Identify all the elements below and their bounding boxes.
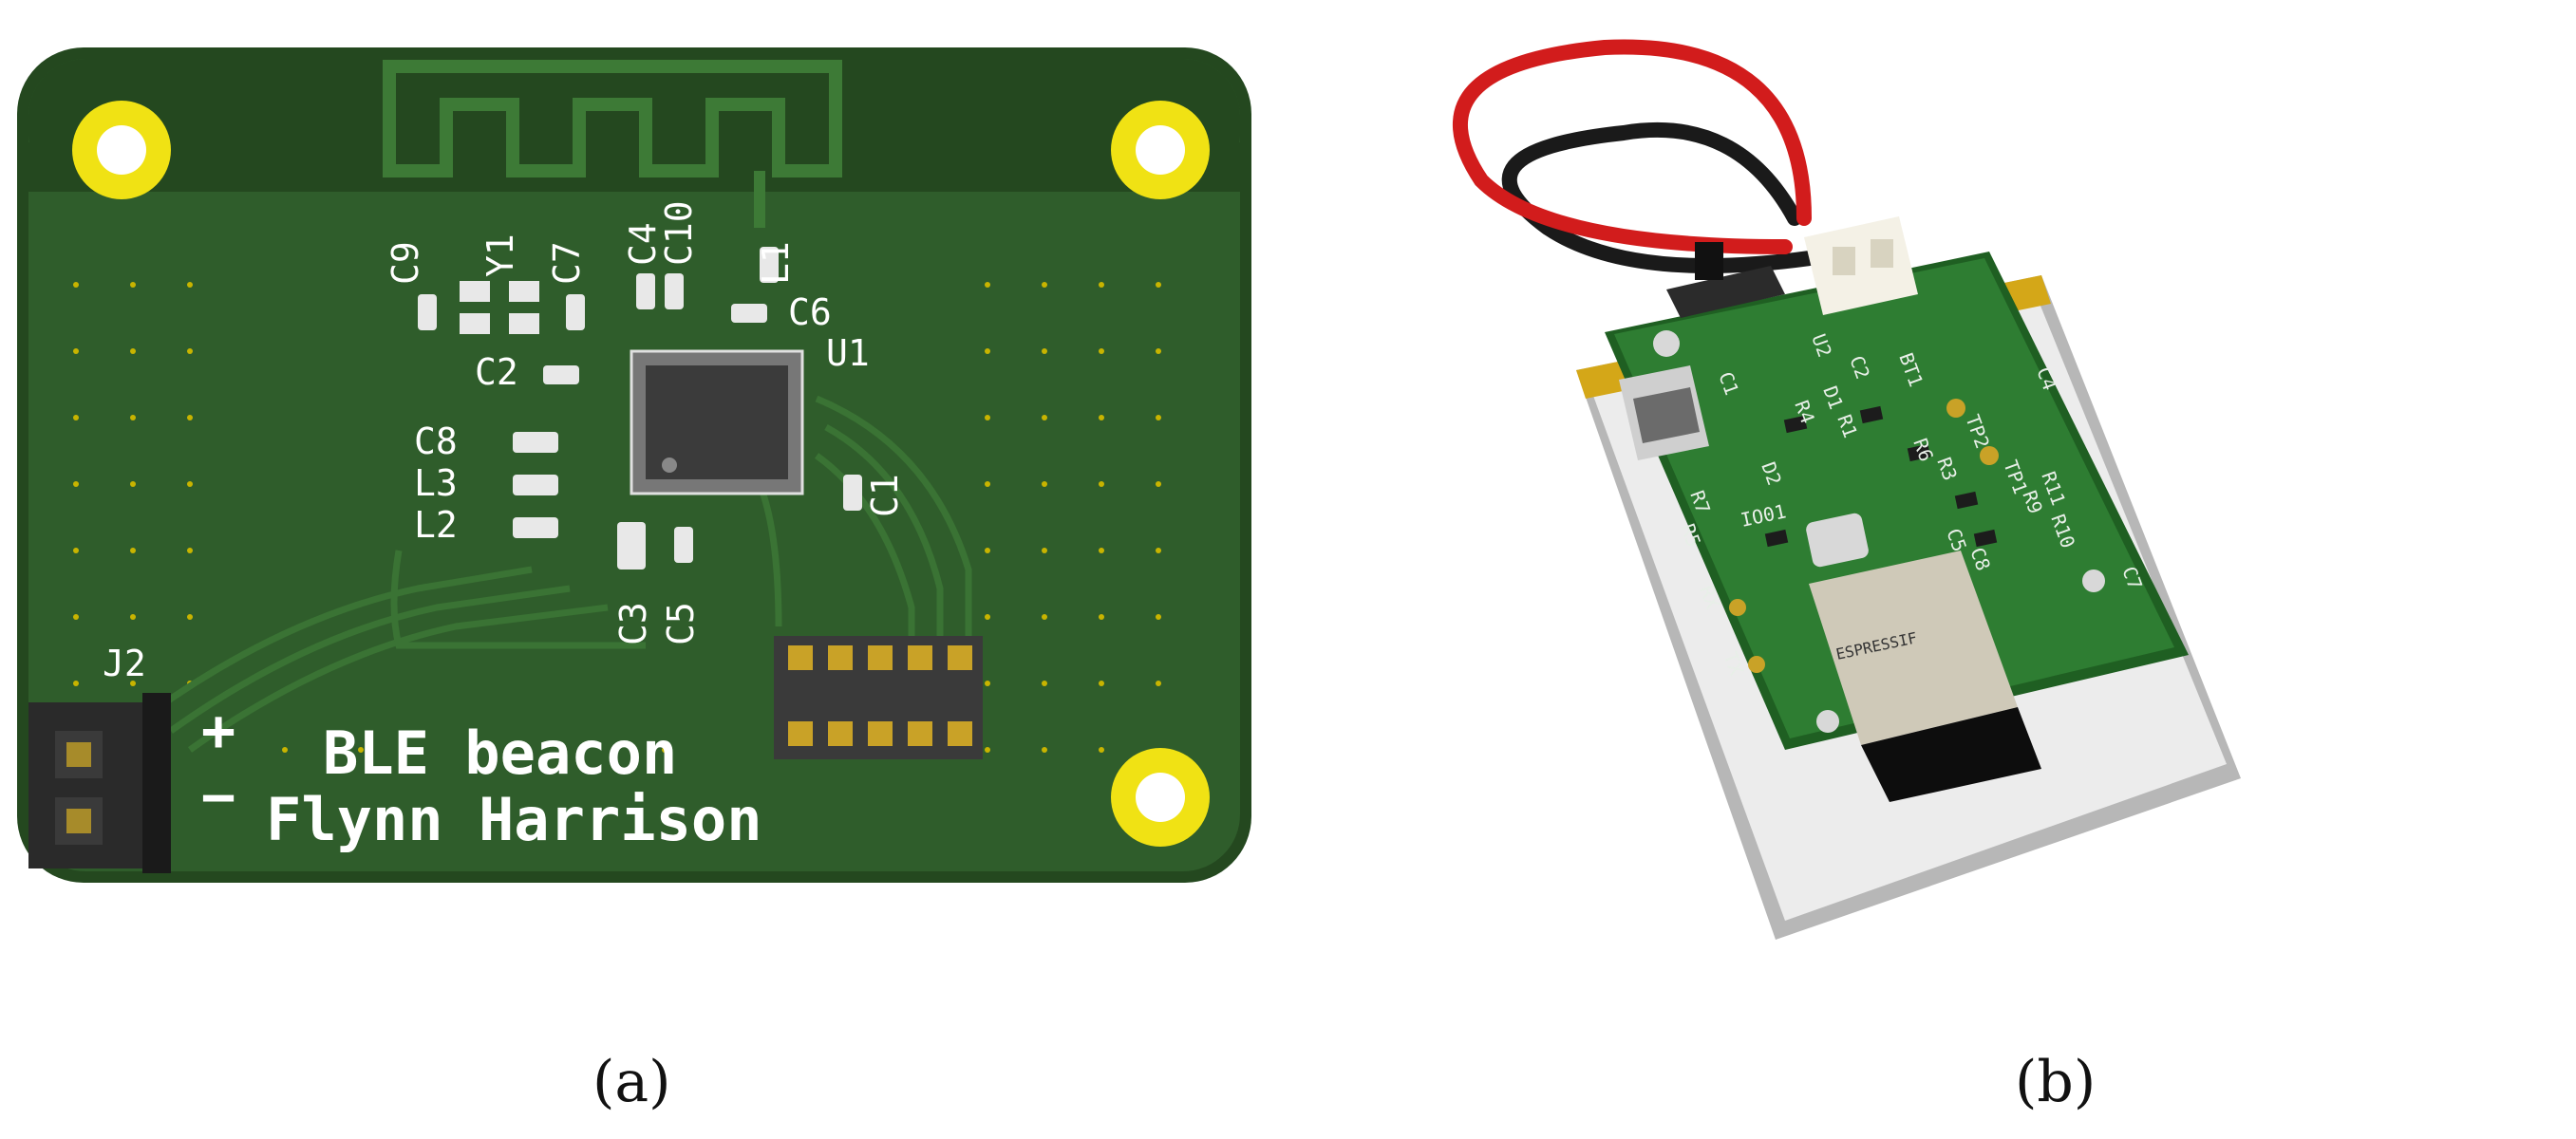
- label-c3: C3: [612, 602, 654, 645]
- j2-connector: [28, 693, 171, 873]
- via-dots: [73, 282, 1161, 753]
- label-plus: +: [201, 698, 235, 764]
- mounting-hole-br: [1111, 748, 1210, 847]
- panel-b-device-photo: BT1 C4 C2 C1 U2 D1 R4 R1 D2 TP2 TP1 R6 R…: [1291, 0, 2576, 1139]
- label-l1: L1: [755, 241, 797, 285]
- esp-module: [1809, 551, 2041, 802]
- device-photo-image: BT1 C4 C2 C1 U2 D1 R4 R1 D2 TP2 TP1 R6 R…: [1452, 39, 2241, 940]
- header-2x5: [774, 636, 983, 759]
- jst-connector: [1804, 216, 1918, 315]
- mounting-hole-tr: [1111, 101, 1210, 199]
- pcb-render-image: C9 Y1 C7 C4 C10 L1 C6 C2 U1 C8 L3 L2 C1 …: [17, 47, 1251, 883]
- label-c8: C8: [414, 420, 458, 462]
- smd-components: [418, 247, 862, 570]
- label-y1: Y1: [479, 233, 521, 277]
- label-l2: L2: [414, 504, 458, 546]
- caption-b: (b): [2015, 1049, 2097, 1115]
- panel-a-pcb-render: C9 Y1 C7 C4 C10 L1 C6 C2 U1 C8 L3 L2 C1 …: [17, 47, 1251, 1115]
- micro-usb-port: [1619, 365, 1709, 460]
- antenna-trace: [383, 60, 842, 177]
- label-u1: U1: [826, 332, 870, 374]
- pcb-traces: [149, 395, 972, 753]
- label-c1: C1: [864, 474, 906, 517]
- label-title-line2: Flynn Harrison: [266, 785, 762, 854]
- label-c5: C5: [660, 602, 702, 645]
- label-c6: C6: [788, 291, 832, 333]
- label-title-line1: BLE beacon: [323, 719, 677, 788]
- label-c4: C4: [622, 222, 664, 266]
- smd-parts: [1764, 405, 1998, 548]
- push-button: [1806, 513, 1869, 568]
- caption-a: (a): [592, 1049, 671, 1115]
- label-c9: C9: [385, 241, 426, 285]
- battery-wires: [1452, 39, 1831, 273]
- mounting-hole-tl: [72, 101, 171, 199]
- label-minus: −: [201, 764, 235, 831]
- device-pcb: [1605, 252, 2189, 750]
- label-j2: J2: [103, 643, 146, 684]
- test-pads: [1653, 330, 2105, 733]
- label-l3: L3: [414, 462, 458, 504]
- label-c10: C10: [658, 200, 700, 266]
- label-c2: C2: [475, 351, 518, 393]
- label-c7: C7: [546, 241, 588, 285]
- u1-chip: [630, 349, 804, 495]
- slide-switch: [1666, 242, 1785, 318]
